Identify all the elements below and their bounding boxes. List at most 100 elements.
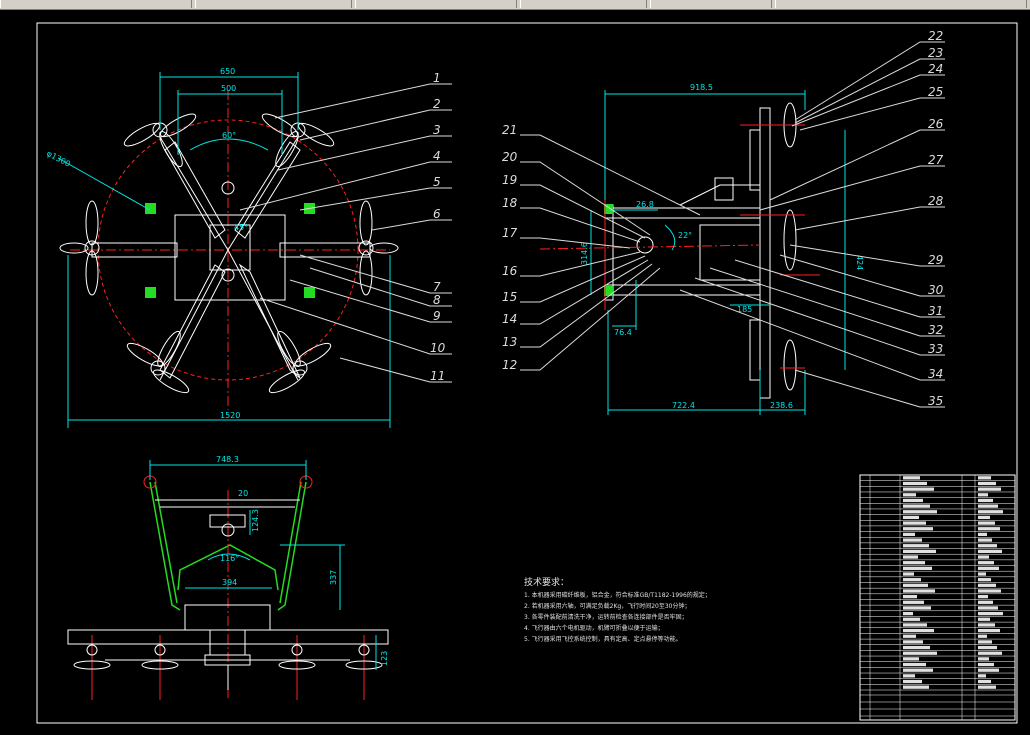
part-number: 11	[430, 369, 445, 383]
drawing-border	[36, 22, 1018, 724]
part-number: 25	[928, 85, 943, 99]
table-cell-text	[978, 617, 990, 621]
part-number: 27	[928, 153, 944, 167]
notes-line: 2. 若机器采用六轴，可满足负载2Kg，飞行时间20至30分钟；	[524, 602, 690, 610]
table-cell-text	[903, 679, 922, 684]
top-dimensions	[57, 72, 391, 428]
dim-650: 650	[220, 67, 235, 76]
part-number: 34	[928, 367, 943, 381]
technical-notes: 技术要求： 1. 本机器采用碳纤维板，铝合金，符合标准GB/T1182-1996…	[524, 576, 711, 643]
part-number: 7	[433, 280, 441, 294]
toolbar-segment[interactable]	[775, 0, 1027, 8]
table-cell-text	[903, 611, 913, 616]
table-cell-text	[978, 668, 999, 672]
part-number: 22	[928, 29, 943, 43]
part-number: 31	[928, 304, 943, 318]
toolbar-segment[interactable]	[0, 0, 192, 8]
table-cell-text	[978, 611, 1003, 616]
toolbar-segment[interactable]	[355, 0, 517, 8]
table-cell-text	[978, 634, 987, 638]
table-cell-text	[978, 662, 994, 667]
dim-722-4: 722.4	[672, 401, 695, 410]
table-cell-text	[978, 561, 994, 565]
table-cell-text	[903, 623, 927, 627]
table-cell-text	[903, 589, 935, 593]
cad-toolbar	[0, 0, 1030, 10]
toolbar-segment[interactable]	[650, 0, 772, 8]
table-cell-text	[903, 498, 923, 503]
table-cell-text	[978, 600, 993, 604]
toolbar-segment[interactable]	[195, 0, 352, 8]
center-box	[209, 224, 251, 271]
table-cell-text	[978, 476, 991, 480]
table-cell-text	[903, 510, 937, 514]
dim-124-3: 124.3	[251, 509, 260, 532]
front-view: 748.3 20 124.3 116° 394 337 123	[67, 455, 389, 700]
dim-20: 20	[238, 489, 248, 498]
dim-238-6: 238.6	[770, 401, 793, 410]
part-number: 19	[502, 173, 517, 187]
table-cell-text	[903, 685, 929, 689]
table-cell-text	[978, 685, 996, 689]
part-number: 18	[502, 196, 518, 210]
table-cell-text	[978, 538, 992, 542]
table-cell-text	[903, 515, 919, 520]
table-cell-text	[978, 521, 995, 525]
side-leaders-left	[520, 134, 701, 371]
propellers	[59, 113, 399, 394]
table-cell-text	[903, 555, 918, 559]
part-number: 12	[502, 358, 517, 372]
table-cell-text	[903, 532, 915, 537]
table-cell-text	[978, 481, 996, 486]
table-cell-text	[978, 674, 986, 678]
table-cell-text	[903, 645, 930, 650]
table-cell-text	[978, 628, 1000, 633]
part-number: 8	[433, 293, 441, 307]
part-number: 10	[430, 341, 446, 355]
table-cell-text	[978, 510, 1003, 514]
side-view: 918.5 26.8 22° 314.6 76.4 185 424 722.4 …	[502, 29, 945, 415]
dim-116-angle: 116°	[220, 554, 239, 563]
table-cell-text	[903, 583, 928, 587]
toolbar-segment[interactable]	[520, 0, 647, 8]
dim-337: 337	[329, 570, 338, 585]
table-cell-text	[978, 623, 995, 627]
table-cell-text	[903, 549, 936, 554]
table-cell-text	[978, 595, 988, 599]
table-cell-text	[978, 527, 1000, 531]
table-cell-text	[978, 493, 988, 497]
table-cell-text	[903, 487, 934, 491]
table-cell-text	[903, 606, 931, 610]
table-cell-text	[978, 645, 997, 650]
part-number: 35	[928, 394, 943, 408]
table-cell-text	[903, 662, 926, 667]
part-number: 28	[928, 194, 944, 208]
table-cell-text	[978, 589, 1001, 593]
part-number: 6	[433, 207, 441, 221]
table-cell-text	[978, 504, 998, 508]
table-cell-text	[903, 668, 933, 672]
table-cell-text	[978, 532, 987, 537]
table-cell-text	[903, 527, 933, 531]
dim-424: 424	[855, 255, 864, 270]
top-leaders	[239, 83, 452, 383]
table-cell-text	[978, 578, 991, 582]
table-cell-text	[978, 606, 998, 610]
table-cell-text	[903, 578, 921, 582]
part-number: 26	[928, 117, 944, 131]
dim-76-4: 76.4	[614, 328, 632, 337]
cad-drawing: 650 500 60° φ1300 1520 45° 1 2 3 4 5 6 7…	[36, 22, 1018, 724]
table-cell-text	[978, 583, 996, 587]
table-cell-text	[978, 640, 992, 644]
center-plate	[174, 214, 286, 301]
part-number: 21	[502, 123, 517, 137]
notes-line: 3. 各零件装配前清洗干净，运转前检查各连接部件是否牢固；	[524, 613, 688, 621]
dim-394: 394	[222, 578, 237, 587]
part-number: 20	[502, 150, 518, 164]
dim-314-6: 314.6	[580, 242, 589, 265]
table-cell-text	[978, 515, 990, 520]
dim-22-angle: 22°	[678, 231, 692, 240]
table-cell-text	[903, 634, 916, 638]
table-cell-text	[978, 651, 1002, 655]
dim-1520: 1520	[220, 411, 240, 420]
